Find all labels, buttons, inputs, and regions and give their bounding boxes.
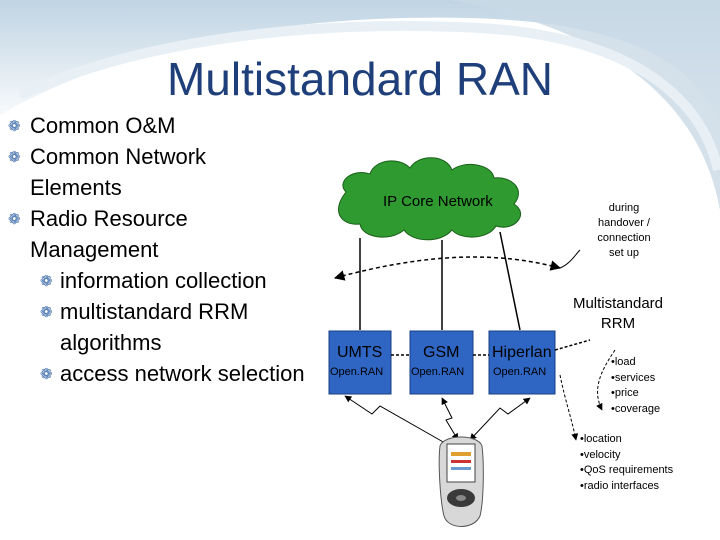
terminal-info-arrow: [559, 374, 579, 441]
bullet-text: access network: [60, 361, 212, 386]
ran-to-rrm-link: [554, 339, 591, 351]
network-info-item: •services: [611, 371, 656, 384]
bullet-list: ❁ Common O&M ❁ Common Network Elements ❁…: [8, 110, 308, 389]
network-info-list: •load •services •price •coverage: [611, 355, 660, 417]
ran-sub-hiperlan: Open.RAN: [493, 366, 547, 378]
radio-link-gsm: [441, 397, 459, 441]
sub-bullet-glyph-icon: ❁: [40, 273, 53, 290]
ran-name-hiperlan: Hiperlan: [492, 344, 552, 361]
trigger-note-line: connection: [597, 232, 651, 244]
terminal-info-item: •location: [580, 433, 622, 445]
terminal-info-list: •location •velocity •QoS requirements •r…: [580, 432, 673, 494]
bullet-text: Common O&M: [30, 113, 176, 138]
cloud-label: IP Core Network: [383, 193, 493, 210]
ran-sub-gsm: Open.RAN: [411, 366, 465, 378]
ran-box-gsm: [409, 330, 474, 395]
multistandard-rrm-label: Multistandard RRM: [562, 294, 674, 334]
bullet-text: information collection: [60, 268, 267, 293]
bullet-glyph-icon: ❁: [8, 149, 21, 166]
sub-bullet-item-2: ❁ multistandard RRM algorithms: [8, 296, 308, 358]
ran-sub-umts: Open.RAN: [330, 366, 384, 378]
bullet-text: Radio Resource: [30, 206, 188, 231]
sub-bullet-item-3: ❁ access network selection: [8, 358, 308, 389]
bullet-text-cont: Management: [30, 237, 159, 262]
network-info-item: •load: [611, 356, 636, 368]
bullet-text: Common Network: [30, 144, 207, 169]
mobile-terminal-icon: [438, 436, 484, 527]
terminal-info-item: •radio interfaces: [580, 479, 660, 492]
network-info-item: •price: [611, 387, 639, 399]
sub-bullet-item-1: ❁ information collection: [8, 265, 308, 296]
radio-link-hiperlan: [469, 397, 531, 441]
trigger-note-line: handover /: [598, 217, 650, 229]
bullet-text: multistandard RRM: [60, 299, 249, 324]
rrm-label-line: Multistandard: [572, 295, 664, 312]
ip-core-cloud: [338, 157, 521, 241]
bullet-item-2: ❁ Common Network Elements: [8, 141, 308, 203]
bullet-text-cont: selection: [217, 361, 305, 386]
bullet-text-cont: Elements: [30, 175, 122, 200]
trigger-note: during handover / connection set up: [588, 201, 660, 261]
terminal-info-item: •QoS requirements: [580, 464, 674, 476]
sub-bullet-glyph-icon: ❁: [40, 366, 53, 383]
note-connector: [559, 249, 581, 269]
rrm-signaling-arc: [333, 256, 562, 281]
ran-name-umts: UMTS: [337, 344, 383, 361]
bullet-glyph-icon: ❁: [8, 118, 21, 135]
terminal-info-item: •velocity: [580, 448, 621, 461]
sub-bullet-glyph-icon: ❁: [40, 304, 53, 321]
network-info-arrow: [596, 349, 616, 411]
ran-name-gsm: GSM: [423, 344, 460, 361]
bullet-item-3: ❁ Radio Resource Management: [8, 203, 308, 265]
ran-box-umts: [328, 330, 392, 395]
trigger-note-line: during: [608, 202, 640, 214]
rrm-label-line: RRM: [600, 315, 636, 332]
ran-box-hiperlan: [488, 330, 556, 395]
link-hiperlan: [499, 231, 521, 331]
network-info-item: •coverage: [611, 402, 661, 415]
bullet-text-cont: algorithms: [60, 330, 162, 355]
radio-link-umts: [344, 395, 453, 448]
bullet-item-1: ❁ Common O&M: [8, 110, 308, 141]
slide-title: Multistandard RAN: [166, 53, 554, 105]
bullet-glyph-icon: ❁: [8, 211, 21, 228]
trigger-note-line: set up: [609, 247, 639, 259]
